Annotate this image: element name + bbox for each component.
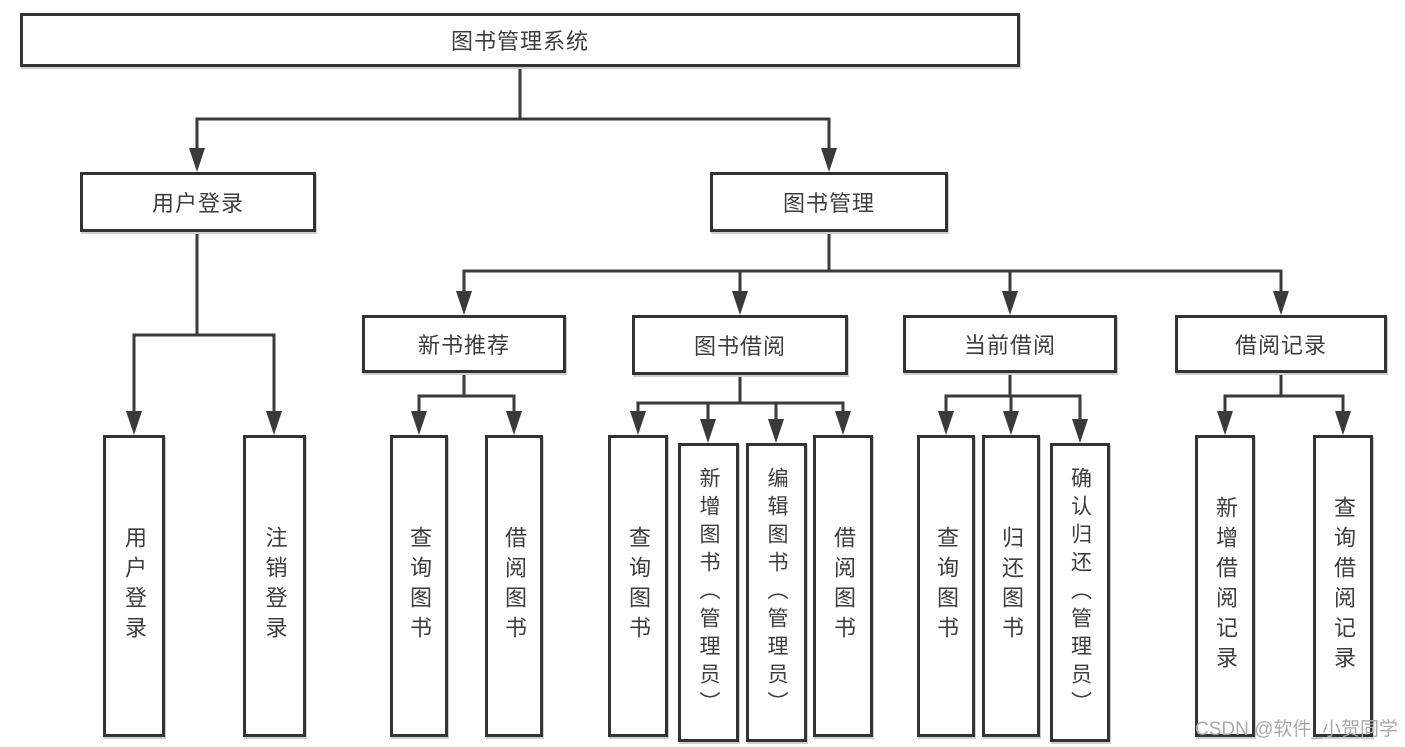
leaf-label: 查询图书	[626, 526, 651, 646]
leaf-logout: 注销登录	[243, 435, 306, 737]
node-library-management-system: 图书管理系统	[20, 13, 1020, 67]
leaf-label: 新增借阅记录	[1213, 496, 1238, 676]
leaf-label: 查询借阅记录	[1331, 496, 1356, 676]
leaf-label: 用户登录	[122, 526, 147, 646]
node-label: 图书管理系统	[450, 29, 589, 54]
node-label: 用户登录	[151, 191, 244, 216]
node-new-book-recommendation: 新书推荐	[362, 315, 566, 373]
node-label: 图书管理	[782, 191, 875, 216]
leaf-query-books: 查询图书	[608, 435, 668, 737]
node-borrowing-records: 借阅记录	[1175, 315, 1387, 373]
node-label: 图书借阅	[693, 334, 786, 359]
leaf-confirm-return-admin: 确认归还（管理员）	[1050, 443, 1110, 742]
leaf-label: 新增图书（管理员）	[697, 466, 720, 719]
node-label: 借阅记录	[1234, 333, 1327, 358]
leaf-label: 编辑图书（管理员）	[765, 466, 788, 719]
leaf-add-borrowing-record: 新增借阅记录	[1195, 435, 1255, 737]
leaf-borrow-books: 借阅图书	[485, 435, 543, 737]
node-user-login: 用户登录	[80, 172, 316, 232]
leaf-borrow-books: 借阅图书	[813, 435, 873, 737]
node-book-borrowing: 图书借阅	[632, 315, 848, 375]
node-label: 当前借阅	[963, 333, 1056, 358]
leaf-label: 归还图书	[999, 526, 1024, 646]
leaf-label: 查询图书	[407, 526, 432, 646]
leaf-return-books: 归还图书	[982, 435, 1040, 737]
leaf-label: 查询图书	[934, 526, 959, 646]
node-book-management: 图书管理	[710, 172, 948, 232]
node-label: 新书推荐	[417, 333, 510, 358]
csdn-watermark: CSDN @软件_小贺同学	[1195, 719, 1398, 740]
leaf-label: 确认归还（管理员）	[1068, 466, 1092, 719]
leaf-edit-book-admin: 编辑图书（管理员）	[746, 443, 807, 742]
leaf-add-book-admin: 新增图书（管理员）	[678, 443, 739, 742]
leaf-query-borrowing-record: 查询借阅记录	[1313, 435, 1373, 737]
node-current-borrowing: 当前借阅	[903, 315, 1117, 373]
leaf-label: 注销登录	[262, 526, 288, 646]
leaf-query-books: 查询图书	[917, 435, 975, 737]
leaf-label: 借阅图书	[502, 526, 527, 646]
leaf-user-login: 用户登录	[103, 435, 165, 737]
leaf-query-books: 查询图书	[390, 435, 448, 737]
leaf-label: 借阅图书	[831, 526, 856, 646]
